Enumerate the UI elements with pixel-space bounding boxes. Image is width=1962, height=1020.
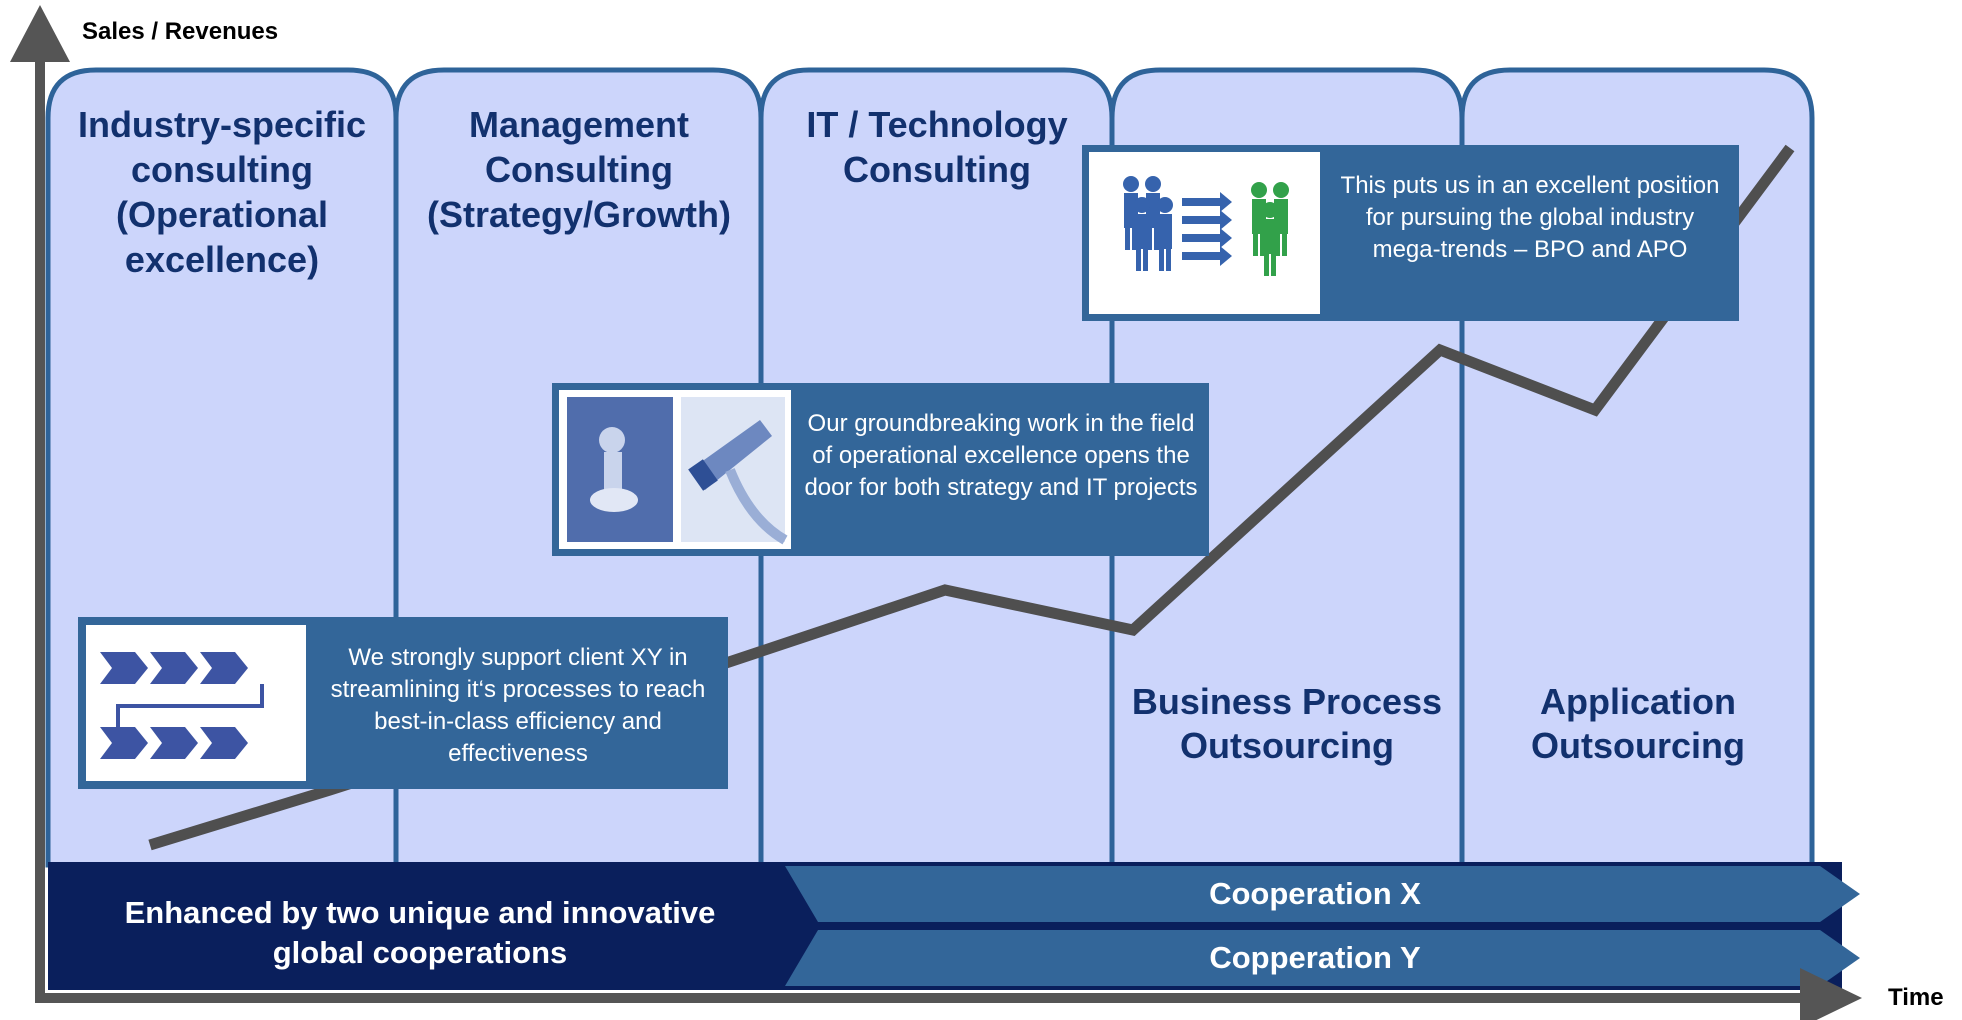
column-title-it-consulting: IT / Technology Consulting bbox=[806, 104, 1068, 190]
callout-strategy-it bbox=[552, 383, 1209, 556]
cooperation-band bbox=[48, 862, 1860, 990]
column-title-apo: Application Outsourcing bbox=[1531, 681, 1745, 766]
callout-bpo-apo-text: This puts us in an excellent position fo… bbox=[1340, 172, 1720, 263]
chess-and-usb-icon bbox=[567, 397, 788, 545]
column-title-bpo: Business Process Outsourcing bbox=[1131, 681, 1443, 766]
column-title-industry-consulting: Industry-specific consulting (Operationa… bbox=[77, 104, 367, 280]
column-title-management-consulting: Management Consulting (Strategy/Growth) bbox=[426, 104, 731, 235]
y-axis-label: Sales / Revenues bbox=[82, 18, 279, 45]
cooperations-summary-text: Enhanced by two unique and innovative gl… bbox=[124, 895, 716, 970]
people-transfer-icon bbox=[1123, 176, 1289, 276]
cooperation-x-arrow bbox=[785, 866, 1860, 922]
x-axis-arrowhead bbox=[1800, 968, 1862, 1020]
cooperation-y-arrow bbox=[785, 930, 1860, 986]
x-axis-label: Time bbox=[1888, 984, 1944, 1011]
cooperation-y-label: Copperation Y bbox=[1209, 940, 1421, 975]
callout-process bbox=[78, 617, 728, 789]
callout-bpo-apo bbox=[1082, 145, 1739, 321]
callout-process-text: We strongly support client XY in streaml… bbox=[330, 644, 706, 767]
cooperation-x-label: Cooperation X bbox=[1209, 876, 1421, 911]
callout-strategy-it-text: Our groundbreaking work in the field of … bbox=[804, 410, 1198, 501]
axes bbox=[10, 5, 1862, 1020]
y-axis-arrowhead bbox=[10, 5, 70, 62]
